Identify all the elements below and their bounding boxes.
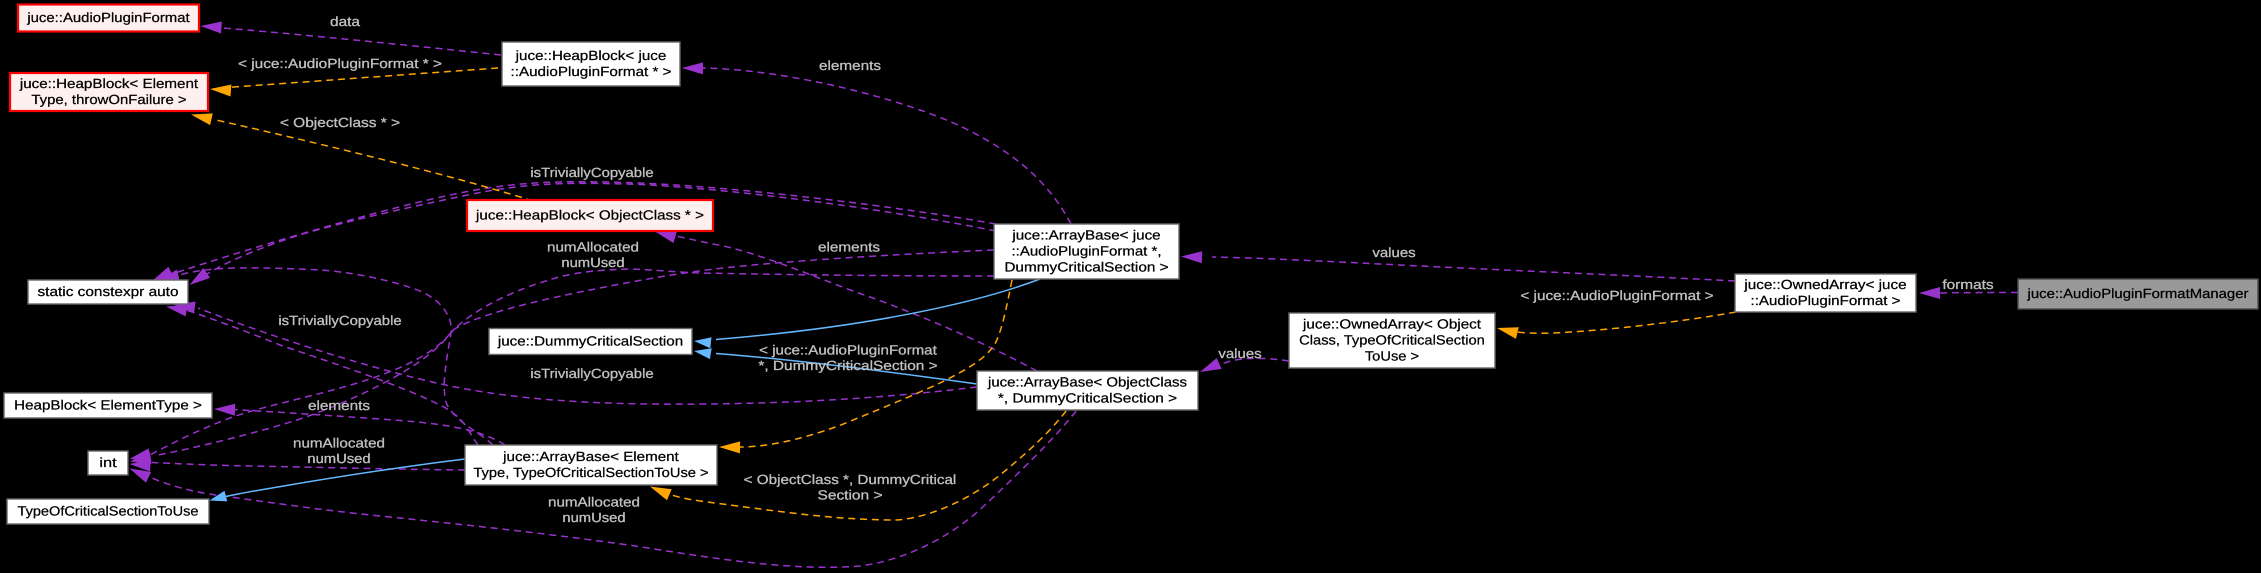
- svg-text:juce::HeapBlock< ObjectClass *: juce::HeapBlock< ObjectClass * >: [475, 208, 704, 223]
- svg-text:juce::DummyCriticalSection: juce::DummyCriticalSection: [497, 334, 683, 349]
- svg-text:::AudioPluginFormat * >: ::AudioPluginFormat * >: [511, 64, 672, 79]
- svg-text:data: data: [330, 14, 361, 29]
- svg-text:formats: formats: [1942, 277, 1994, 292]
- svg-text:values: values: [1372, 245, 1416, 260]
- svg-text:< ObjectClass *, DummyCritical: < ObjectClass *, DummyCritical: [744, 472, 957, 487]
- svg-text:HeapBlock< ElementType >: HeapBlock< ElementType >: [14, 398, 202, 413]
- svg-text:< juce::AudioPluginFormat: < juce::AudioPluginFormat: [759, 343, 937, 358]
- svg-text:TypeOfCriticalSectionToUse: TypeOfCriticalSectionToUse: [18, 504, 199, 519]
- svg-text:elements: elements: [308, 398, 370, 413]
- svg-text:Type, throwOnFailure >: Type, throwOnFailure >: [31, 92, 187, 107]
- svg-text:values: values: [1218, 346, 1262, 361]
- svg-text:< juce::AudioPluginFormat >: < juce::AudioPluginFormat >: [1520, 288, 1714, 303]
- svg-text:numAllocated: numAllocated: [548, 495, 640, 510]
- svg-text:juce::AudioPluginFormatManager: juce::AudioPluginFormatManager: [2026, 286, 2249, 301]
- svg-text:juce::AudioPluginFormat: juce::AudioPluginFormat: [26, 10, 190, 25]
- svg-text:isTriviallyCopyable: isTriviallyCopyable: [530, 366, 653, 381]
- svg-text:Class, TypeOfCriticalSection: Class, TypeOfCriticalSection: [1299, 333, 1485, 348]
- svg-text:juce::OwnedArray< juce: juce::OwnedArray< juce: [1743, 277, 1906, 292]
- svg-text:numAllocated: numAllocated: [547, 240, 639, 255]
- svg-text:*, DummyCriticalSection >: *, DummyCriticalSection >: [758, 358, 938, 373]
- svg-text:::AudioPluginFormat *,: ::AudioPluginFormat *,: [1012, 244, 1162, 259]
- svg-text:Section >: Section >: [818, 488, 883, 503]
- svg-text:numUsed: numUsed: [307, 451, 370, 466]
- svg-text:juce::ArrayBase< Element: juce::ArrayBase< Element: [502, 449, 679, 464]
- svg-text:juce::ArrayBase< ObjectClass: juce::ArrayBase< ObjectClass: [987, 375, 1188, 390]
- svg-text:isTriviallyCopyable: isTriviallyCopyable: [278, 313, 401, 328]
- svg-text:< juce::AudioPluginFormat * >: < juce::AudioPluginFormat * >: [238, 56, 442, 71]
- svg-text:DummyCriticalSection >: DummyCriticalSection >: [1004, 260, 1169, 275]
- svg-text:Type, TypeOfCriticalSectionToU: Type, TypeOfCriticalSectionToUse >: [473, 465, 709, 480]
- svg-text:numUsed: numUsed: [562, 510, 625, 525]
- svg-text:elements: elements: [818, 240, 880, 255]
- svg-text:*, DummyCriticalSection >: *, DummyCriticalSection >: [998, 391, 1178, 406]
- svg-text:numUsed: numUsed: [561, 255, 624, 270]
- svg-text:juce::HeapBlock< juce: juce::HeapBlock< juce: [515, 48, 667, 63]
- svg-text:juce::HeapBlock< Element: juce::HeapBlock< Element: [19, 76, 199, 91]
- svg-text:< ObjectClass * >: < ObjectClass * >: [280, 115, 401, 130]
- svg-text:int: int: [99, 455, 117, 470]
- svg-text:isTriviallyCopyable: isTriviallyCopyable: [530, 165, 653, 180]
- svg-text:ToUse >: ToUse >: [1365, 349, 1420, 364]
- svg-text:::AudioPluginFormat >: ::AudioPluginFormat >: [1751, 293, 1901, 308]
- svg-text:static constexpr auto: static constexpr auto: [38, 284, 179, 299]
- svg-text:juce::OwnedArray< Object: juce::OwnedArray< Object: [1302, 317, 1481, 332]
- svg-text:juce::ArrayBase< juce: juce::ArrayBase< juce: [1011, 228, 1160, 243]
- svg-text:elements: elements: [819, 58, 881, 73]
- svg-text:numAllocated: numAllocated: [293, 436, 385, 451]
